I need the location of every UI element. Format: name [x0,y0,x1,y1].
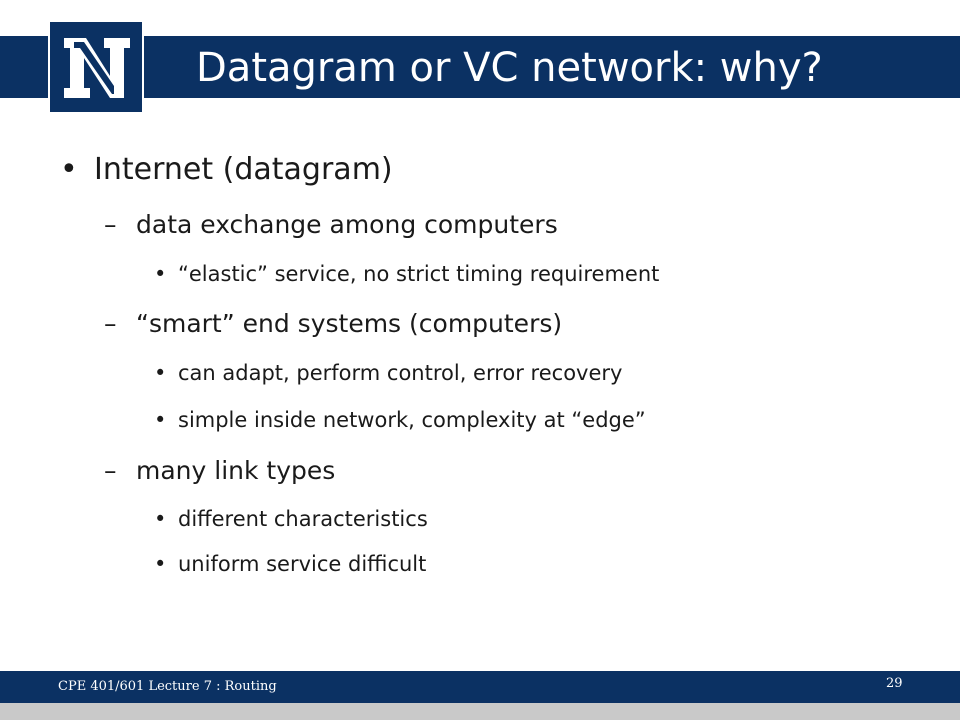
footer-stripe [0,703,960,720]
n-logo-icon [64,38,130,98]
sub-sub-bullet-text: can adapt, perform control, error recove… [178,361,623,385]
bullet-marker: • [154,262,167,286]
slide-title: Datagram or VC network: why? [196,45,823,91]
sub-bullet-text: many link types [136,456,336,485]
dash-marker: – [104,309,117,338]
bullet-marker: • [154,361,167,385]
footer-course-label: CPE 401/601 Lecture 7 : Routing [58,679,277,694]
bullet-marker: • [154,507,167,531]
dash-marker: – [104,210,117,239]
sub-sub-bullet-text: uniform service difficult [178,552,427,576]
bullet-text: Internet (datagram) [94,152,393,187]
title-bar [0,36,960,98]
page-number: 29 [886,676,903,691]
bullet-marker: • [154,408,167,432]
sub-sub-bullet-text: simple inside network, complexity at “ed… [178,408,646,432]
sub-bullet-text: “smart” end systems (computers) [136,309,563,338]
sub-sub-bullet-text: “elastic” service, no strict timing requ… [178,262,660,286]
university-logo [48,20,144,114]
sub-sub-bullet-text: different characteristics [178,507,428,531]
footer-bar [0,671,960,703]
sub-bullet-text: data exchange among computers [136,210,558,239]
dash-marker: – [104,456,117,485]
bullet-marker: • [60,152,78,187]
bullet-marker: • [154,552,167,576]
